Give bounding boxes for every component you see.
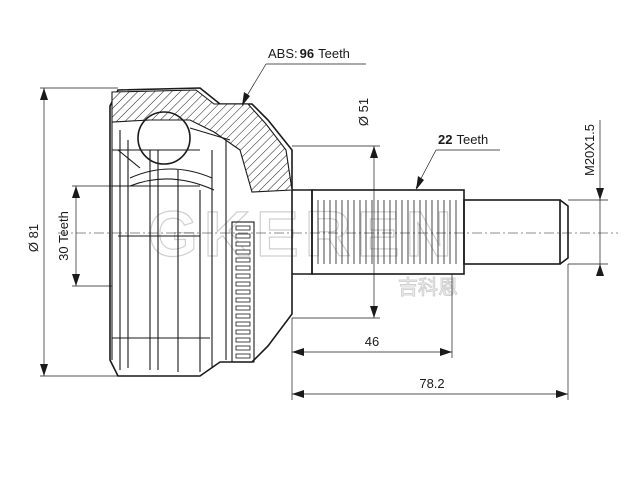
abs-ring xyxy=(231,221,255,363)
abs-tooth xyxy=(235,281,251,287)
abs-suffix: Teeth xyxy=(318,46,350,61)
abs-tooth xyxy=(235,321,251,327)
outer-housing xyxy=(109,87,293,377)
abs-tooth xyxy=(235,249,251,255)
abs-prefix: ABS xyxy=(268,46,294,61)
shaft-diameter-label: Ø 51 xyxy=(356,98,371,126)
abs-tooth xyxy=(235,305,251,311)
abs-tooth xyxy=(235,297,251,303)
watermark-chinese: 吉科恩 xyxy=(398,276,458,299)
abs-tooth xyxy=(235,353,251,359)
watermark: GKEREN 吉科恩 xyxy=(147,197,458,299)
abs-label: ABS:96 Teeth xyxy=(268,46,350,61)
dim-46-label: 46 xyxy=(365,334,379,349)
thread-label: M20X1.5 xyxy=(582,124,597,176)
dim-78-label: 78.2 xyxy=(419,376,444,391)
dimensions xyxy=(40,63,608,400)
abs-tooth xyxy=(235,313,251,319)
spline-value: 22 xyxy=(438,132,452,147)
abs-value: 96 xyxy=(300,46,314,61)
abs-tooth xyxy=(235,289,251,295)
abs-tooth xyxy=(235,225,251,231)
watermark-brand: GKEREN xyxy=(148,198,458,270)
outer-teeth-label: 30 Teeth xyxy=(56,211,71,261)
abs-tooth xyxy=(235,241,251,247)
spline-suffix: Teeth xyxy=(456,132,488,147)
abs-tooth xyxy=(235,273,251,279)
stub-shaft xyxy=(292,189,569,275)
abs-colon: : xyxy=(294,46,298,61)
abs-tooth xyxy=(235,337,251,343)
outer-diameter-label: Ø 81 xyxy=(26,224,41,252)
abs-tooth xyxy=(235,257,251,263)
abs-tooth xyxy=(235,329,251,335)
abs-tooth xyxy=(235,345,251,351)
spline-label: 22 Teeth xyxy=(438,132,488,147)
abs-tooth xyxy=(235,265,251,271)
abs-tooth xyxy=(235,233,251,239)
